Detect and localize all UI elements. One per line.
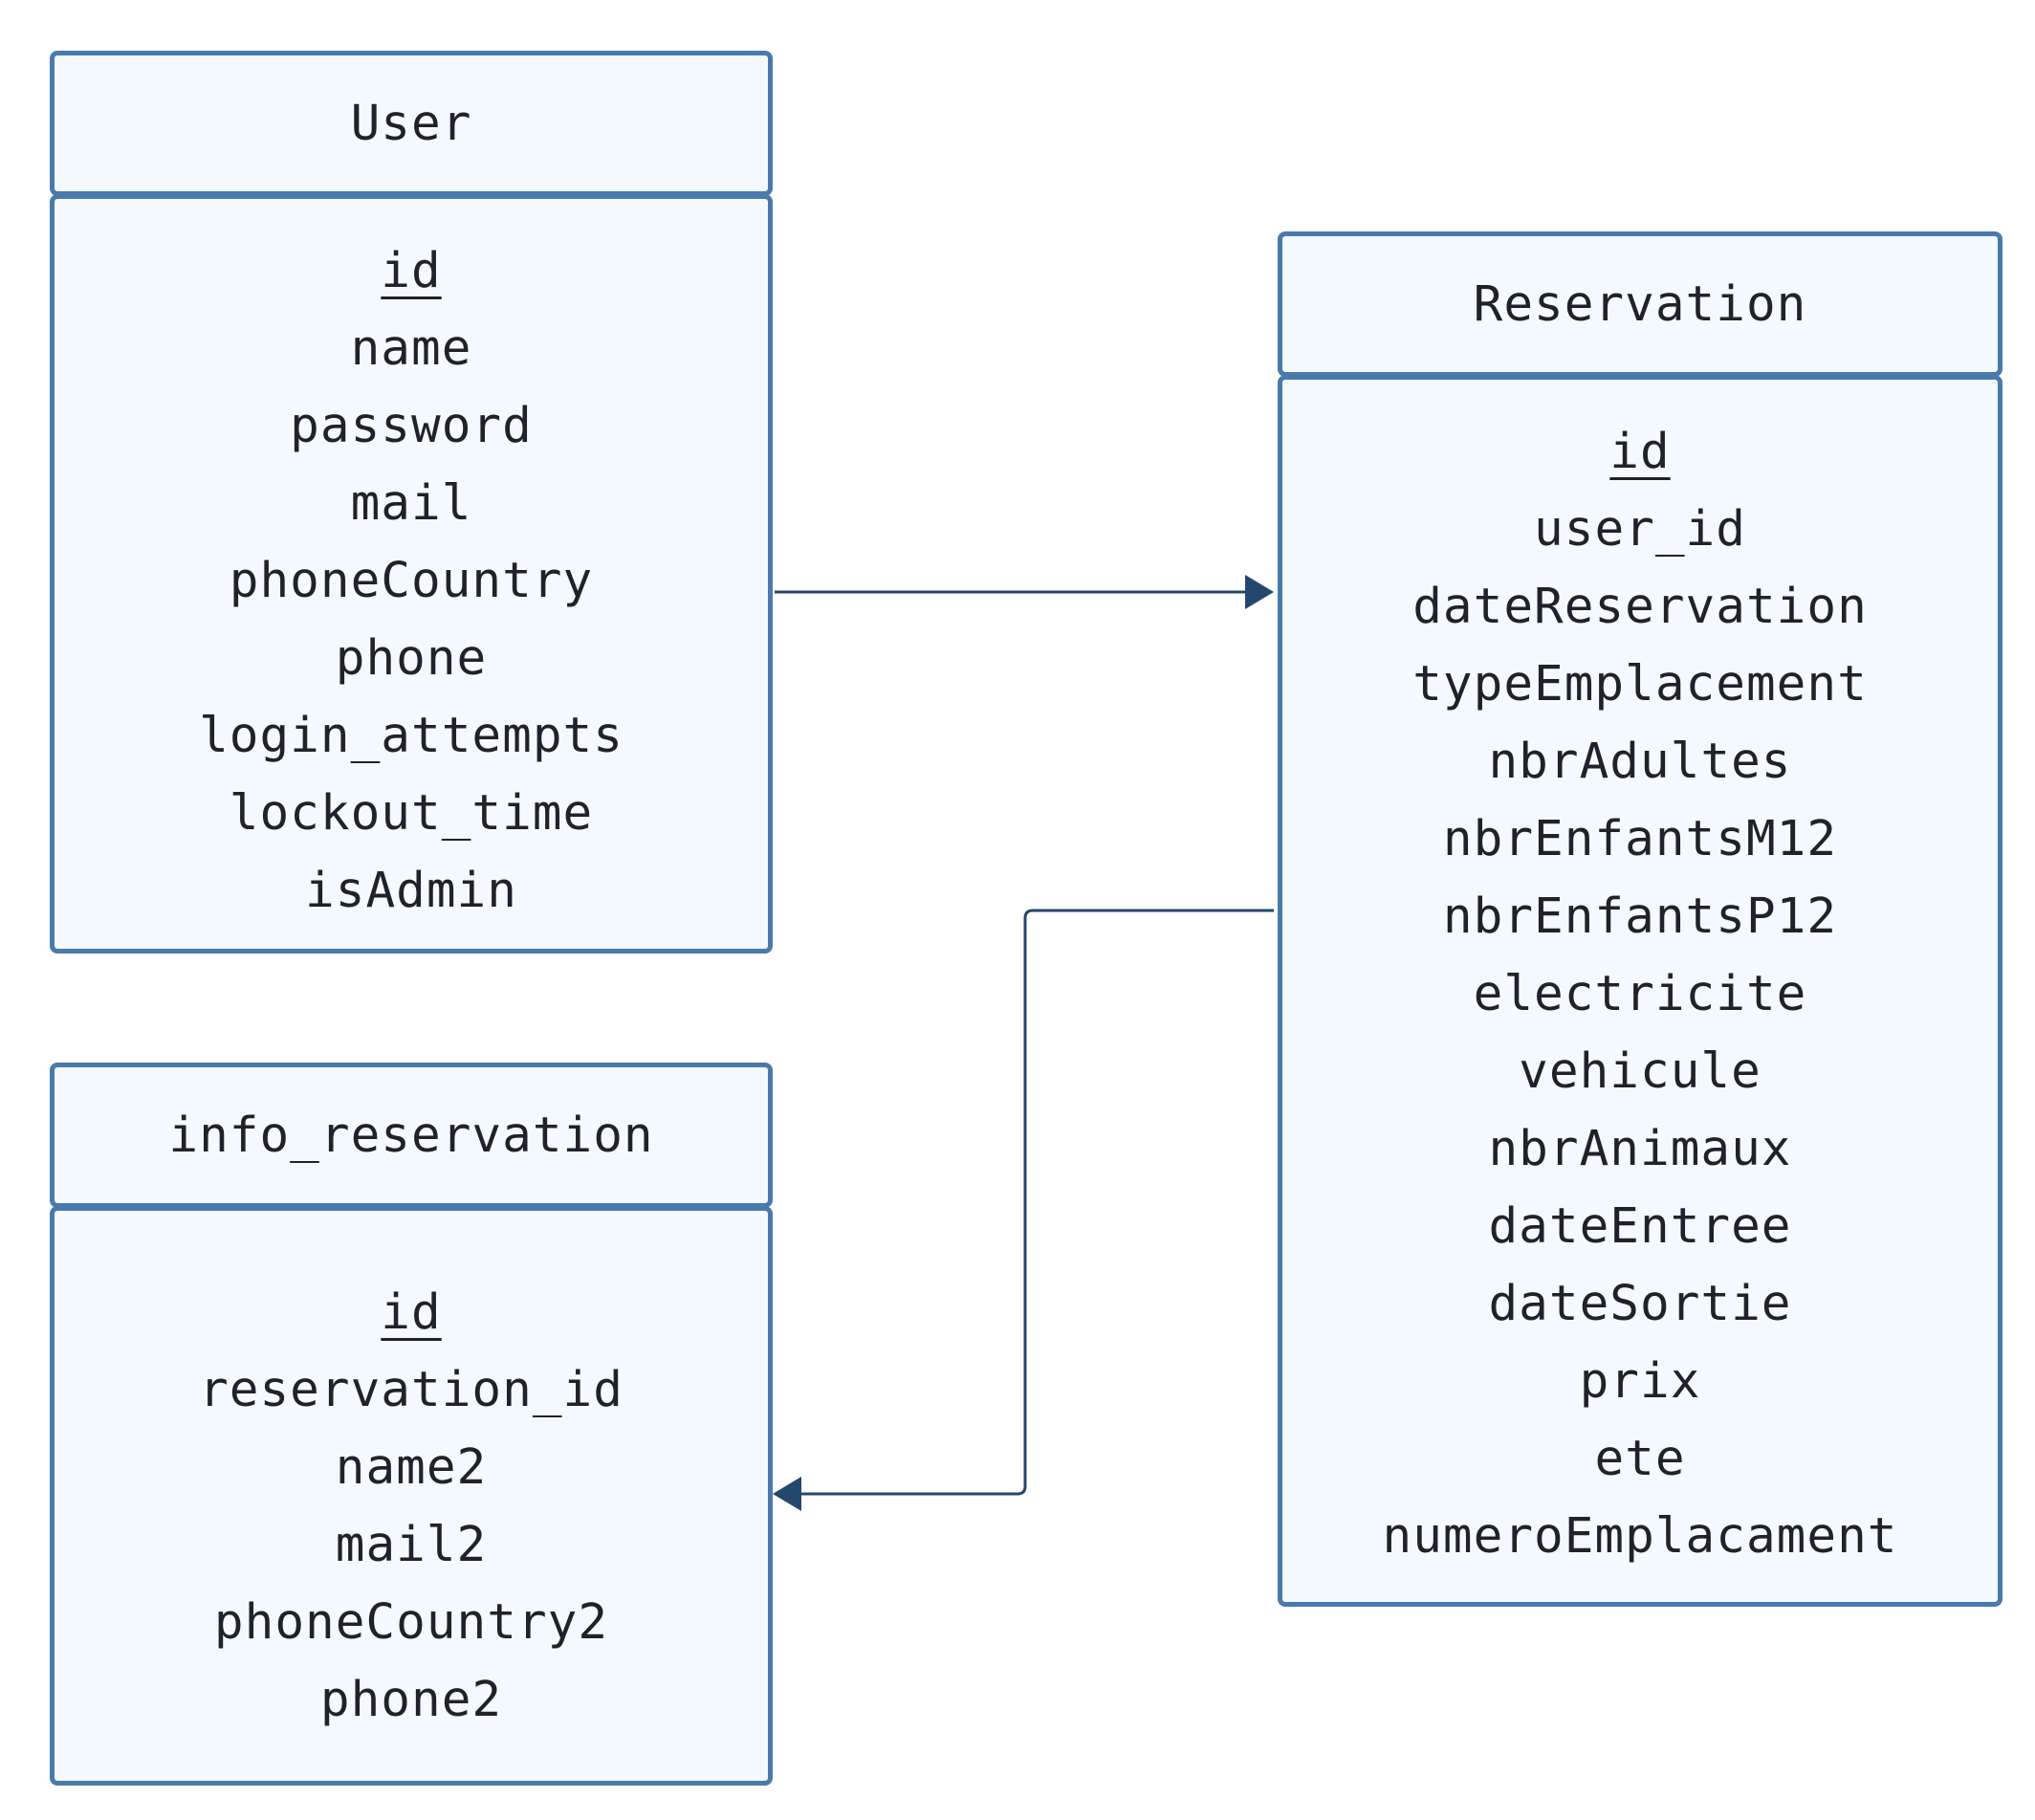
entity-title: Reservation	[1473, 275, 1807, 333]
entity-title: info_reservation	[168, 1107, 654, 1164]
field-phone: phone	[335, 630, 488, 687]
arrowhead-icon	[773, 1477, 801, 1511]
arrowhead-icon	[1245, 575, 1274, 609]
field-mail: mail	[350, 475, 472, 532]
field-phonecountry2: phoneCountry2	[213, 1594, 609, 1651]
field-reservation-id: reservation_id	[199, 1362, 624, 1418]
field-user-id: user_id	[1534, 501, 1746, 558]
field-vehicule: vehicule	[1519, 1043, 1761, 1100]
field-isadmin: isAdmin	[305, 863, 517, 919]
field-phone2: phone2	[319, 1672, 503, 1728]
field-nbradultes: nbrAdultes	[1488, 734, 1792, 790]
primary-key-field: id	[381, 243, 442, 299]
primary-key-field: id	[381, 1284, 442, 1341]
field-datereservation: dateReservation	[1412, 579, 1868, 635]
field-ete: ete	[1594, 1431, 1686, 1487]
field-datesortie: dateSortie	[1488, 1276, 1792, 1332]
field-name: name	[350, 320, 472, 377]
field-password: password	[290, 398, 533, 454]
field-nbranimaux: nbrAnimaux	[1488, 1121, 1792, 1177]
field-nbrenfantsm12: nbrEnfantsM12	[1442, 811, 1838, 867]
field-phonecountry: phoneCountry	[229, 553, 594, 609]
field-login-attempts: login_attempts	[199, 708, 624, 764]
relation-reservation-to-info-reservation[interactable]	[773, 909, 1274, 1511]
field-numeroemplacament: numeroEmplacament	[1382, 1508, 1898, 1565]
field-prix: prix	[1579, 1353, 1701, 1410]
entity-info-reservation-fields[interactable]: id reservation_id name2 mail2 phoneCount…	[50, 1206, 773, 1786]
entity-title: User	[350, 95, 472, 152]
field-mail2: mail2	[335, 1517, 488, 1573]
field-lockout-time: lockout_time	[229, 785, 594, 842]
field-name2: name2	[335, 1439, 488, 1496]
field-typeemplacement: typeEmplacement	[1412, 656, 1868, 713]
field-nbrenfantsp12: nbrEnfantsP12	[1442, 888, 1838, 945]
primary-key-field: id	[1609, 424, 1671, 480]
entity-info-reservation-header[interactable]: info_reservation	[50, 1063, 773, 1208]
entity-reservation-fields[interactable]: id user_id dateReservation typeEmplaceme…	[1278, 375, 2002, 1607]
entity-reservation-header[interactable]: Reservation	[1278, 231, 2002, 377]
relation-user-to-reservation[interactable]	[775, 575, 1274, 609]
entity-user-fields[interactable]: id name password mail phoneCountry phone…	[50, 194, 773, 954]
entity-user-header[interactable]: User	[50, 51, 773, 196]
field-dateentree: dateEntree	[1488, 1198, 1792, 1255]
field-electricite: electricite	[1473, 966, 1807, 1022]
